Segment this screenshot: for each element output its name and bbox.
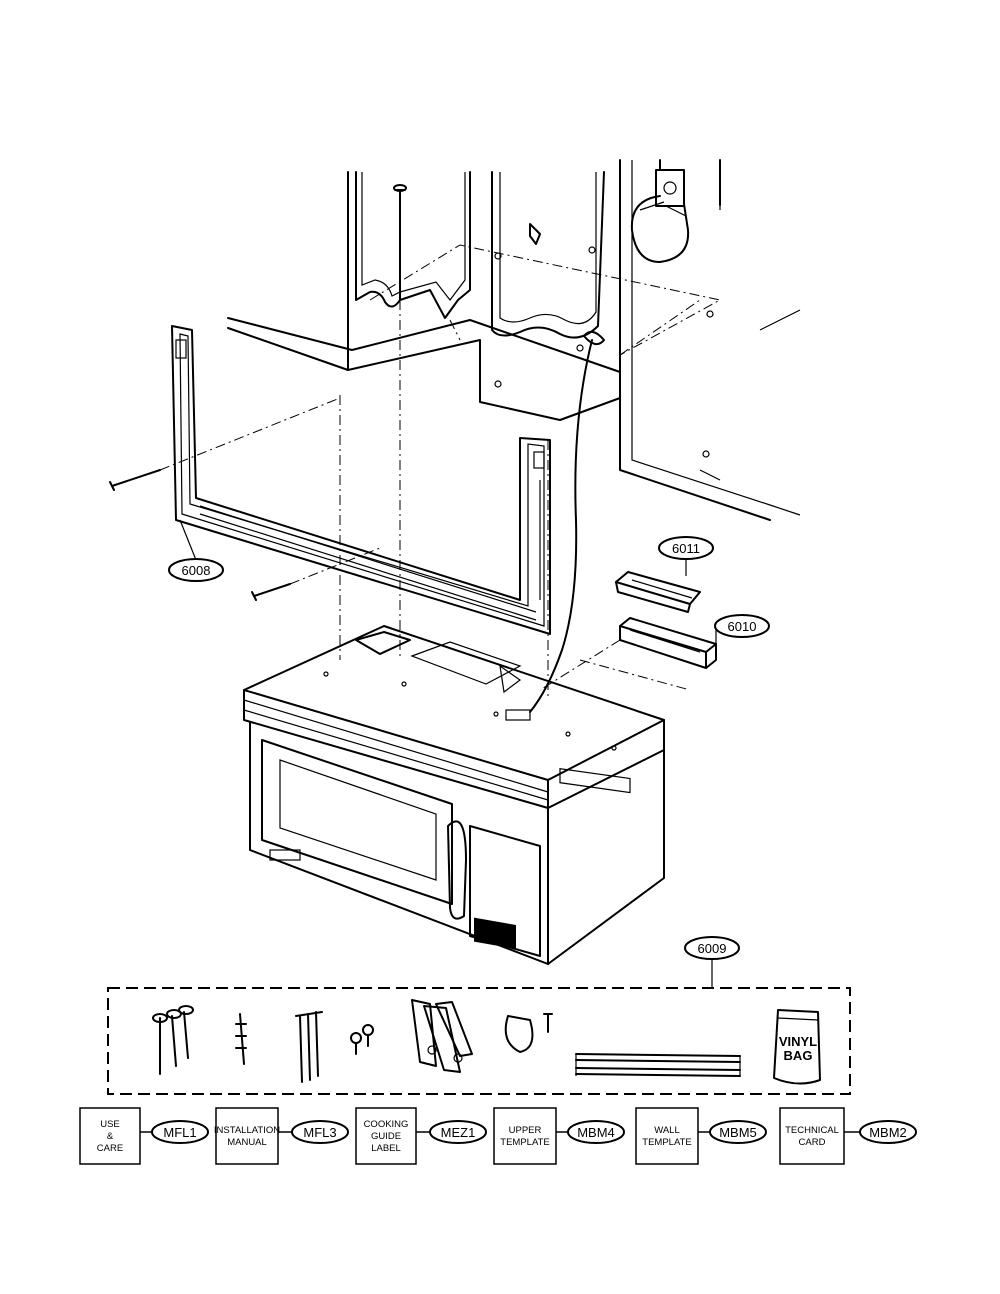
- document-label: WALL: [654, 1125, 680, 1136]
- callout-6009: 6009: [684, 936, 740, 988]
- cable-clamp-icon: [504, 1013, 553, 1053]
- vinyl-bag-line2: BAG: [784, 1048, 813, 1063]
- document-label: MANUAL: [227, 1137, 267, 1148]
- document-label: TECHNICAL: [785, 1125, 839, 1136]
- document-code-oval: [429, 1120, 487, 1144]
- document-box: [493, 1107, 557, 1165]
- vinyl-bag-icon: VINYL BAG: [773, 1009, 821, 1085]
- callout-6010: 6010: [714, 614, 770, 644]
- document-label: UPPER: [509, 1125, 542, 1136]
- cabinet-screw-icon: [393, 184, 407, 301]
- document-code: MBM5: [719, 1125, 757, 1140]
- document-label: TEMPLATE: [500, 1137, 549, 1148]
- document-code-oval: [709, 1120, 767, 1144]
- document-label: COOKING: [364, 1119, 409, 1130]
- document-box: [355, 1107, 417, 1165]
- wood-screw-icon: [152, 1005, 194, 1075]
- small-screw-icon: [350, 1024, 374, 1055]
- document-box: [79, 1107, 141, 1165]
- plate-screw-icon: [109, 469, 291, 601]
- callout-label: 6009: [698, 941, 727, 956]
- callout-label: 6010: [728, 619, 757, 634]
- document-label: GUIDE: [371, 1131, 401, 1142]
- callout-6011: 6011: [658, 536, 714, 576]
- document-box: [215, 1107, 279, 1165]
- document-label: INSTALLATION: [214, 1125, 280, 1136]
- spacer-strip-icon: [575, 1053, 741, 1077]
- document-box: [635, 1107, 699, 1165]
- document-code: MBM2: [869, 1125, 907, 1140]
- toggle-bolt-icon: [295, 1011, 323, 1083]
- hardware-kit: VINYL BAG: [107, 987, 851, 1095]
- document-code-oval: [291, 1120, 349, 1144]
- document-item: USE&CARE MFL1: [79, 1107, 209, 1165]
- document-code-oval: [151, 1120, 209, 1144]
- mounting-plate: [109, 300, 551, 700]
- document-label: TEMPLATE: [642, 1137, 691, 1148]
- document-label: CARD: [799, 1137, 826, 1148]
- document-code-oval: [859, 1120, 917, 1144]
- upper-cabinet: [227, 159, 801, 521]
- document-code-oval: [567, 1120, 625, 1144]
- callout-6008: 6008: [168, 519, 224, 582]
- document-code: MFL1: [163, 1125, 196, 1140]
- document-code: MBM4: [577, 1125, 615, 1140]
- document-box: [779, 1107, 845, 1165]
- microwave-oven: [243, 625, 665, 965]
- document-label: &: [107, 1131, 114, 1142]
- document-label: LABEL: [371, 1143, 401, 1154]
- power-cord: [529, 339, 593, 713]
- vinyl-bag-line1: VINYL: [779, 1034, 817, 1049]
- charcoal-filter: [615, 571, 701, 613]
- callout-label: 6008: [182, 563, 211, 578]
- document-code: MEZ1: [441, 1125, 476, 1140]
- spring-clip-icon: [411, 999, 473, 1073]
- document-code: MFL3: [303, 1125, 336, 1140]
- document-label: CARE: [97, 1143, 123, 1154]
- document-label: USE: [100, 1119, 120, 1130]
- anchor-bolt-icon: [235, 1013, 247, 1065]
- damper-assembly: [619, 617, 717, 669]
- callout-label: 6011: [672, 541, 700, 556]
